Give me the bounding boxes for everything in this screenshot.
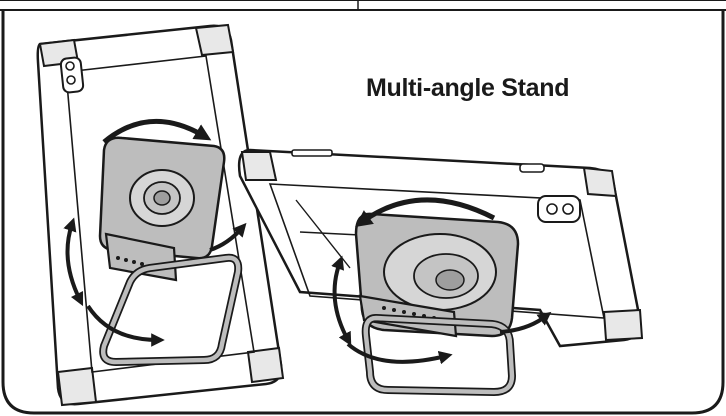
tablet-kickstand-icon bbox=[237, 148, 644, 397]
tablet-rotating-stand-icon bbox=[36, 23, 285, 407]
rotate-arrow-icon bbox=[102, 118, 212, 144]
upright-tablet-with-stand bbox=[36, 23, 285, 407]
swing-arrow-icon bbox=[86, 304, 165, 347]
rotate-arrow-icon bbox=[355, 197, 496, 227]
landscape-tablet-with-stand bbox=[237, 148, 644, 397]
swing-arrow-icon bbox=[346, 342, 453, 365]
tilt-arrow-icon bbox=[331, 255, 352, 346]
feature-title: Multi-angle Stand bbox=[366, 74, 570, 102]
tilt-arrow-icon bbox=[499, 311, 552, 334]
tilt-arrow-icon bbox=[209, 222, 247, 252]
tilt-arrow-icon bbox=[63, 217, 84, 307]
